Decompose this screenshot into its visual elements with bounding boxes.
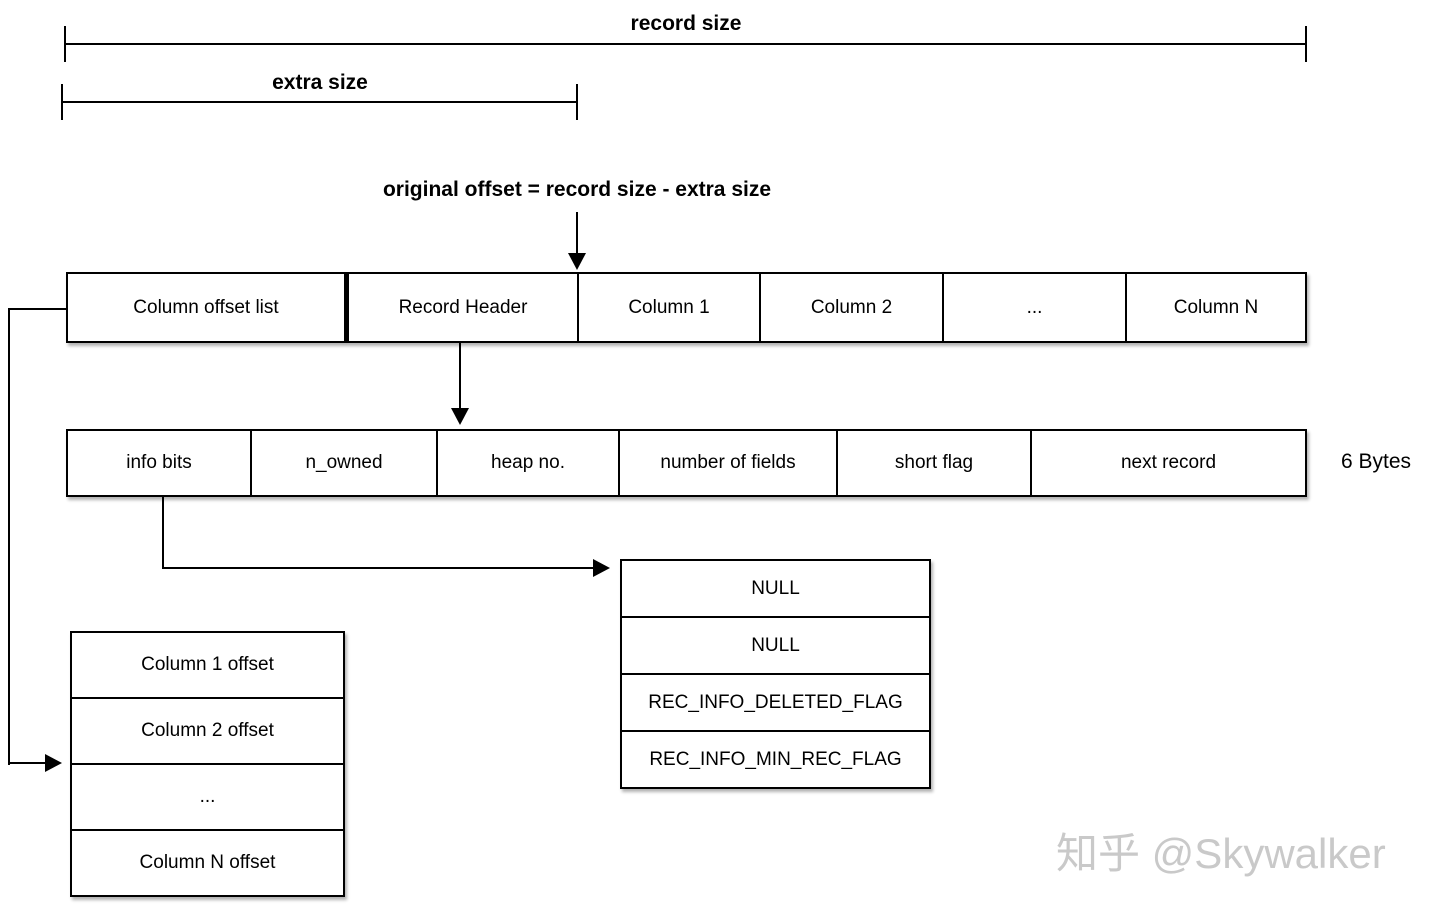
cell-number-of-fields: number of fields	[618, 431, 836, 495]
formula-arrow-line	[576, 212, 578, 256]
cell-record-header: Record Header	[344, 274, 577, 341]
cell-column-n: Column N	[1125, 274, 1305, 341]
cell-info-bits: info bits	[126, 452, 192, 473]
six-bytes-note: 6 Bytes	[1341, 450, 1412, 473]
extra-size-bracket-left-tick	[61, 84, 63, 120]
flag-row-deleted-flag: REC_INFO_DELETED_FLAG	[622, 673, 929, 730]
cell-columns-ellipsis: ...	[942, 274, 1125, 341]
record-header-arrow-line	[459, 343, 461, 410]
record-size-label: record size	[630, 12, 742, 35]
offset-row-column-2: Column 2 offset	[72, 697, 343, 763]
offset-row-ellipsis: ...	[72, 763, 343, 829]
record-size-bracket-line	[65, 43, 1307, 45]
cell-column-2: Column 2	[759, 274, 942, 341]
offset-list-connector-bottom	[8, 762, 46, 764]
info-bits-arrowhead-icon	[593, 559, 610, 577]
offset-list-connector-top	[8, 308, 68, 310]
offset-row-column-n: Column N offset	[72, 829, 343, 895]
cell-column-offset-list: Column offset list	[133, 296, 279, 318]
record-size-bracket-left-tick	[64, 26, 66, 62]
offset-row-column-1: Column 1 offset	[141, 654, 274, 675]
flag-row-min-rec-flag: REC_INFO_MIN_REC_FLAG	[622, 730, 929, 787]
original-offset-formula: original offset = record size - extra si…	[382, 178, 772, 201]
extra-size-bracket-right-tick	[576, 84, 578, 120]
cell-heap-no: heap no.	[436, 431, 618, 495]
record-header-arrowhead-icon	[451, 408, 469, 425]
record-size-bracket-right-tick	[1305, 26, 1307, 62]
cell-short-flag: short flag	[836, 431, 1030, 495]
info-bits-connector-vertical	[162, 497, 164, 569]
offset-list-connector-vertical	[8, 308, 10, 765]
cell-column-1: Column 1	[577, 274, 759, 341]
extra-size-label: extra size	[272, 71, 368, 94]
cell-next-record: next record	[1030, 431, 1305, 495]
offset-list-arrowhead-icon	[45, 754, 62, 772]
extra-size-bracket-line	[62, 101, 578, 103]
watermark: 知乎 @Skywalker	[1056, 830, 1386, 877]
column-offsets-stack: Column 1 offset Column 2 offset ... Colu…	[70, 631, 345, 897]
flag-row-null-1: NULL	[751, 577, 800, 599]
flag-row-null-2: NULL	[622, 616, 929, 673]
record-layout-row: Column offset list Record Header Column …	[66, 272, 1307, 343]
info-bits-connector-horizontal	[162, 567, 594, 569]
formula-arrowhead-icon	[568, 253, 586, 270]
record-header-fields-row: info bits n_owned heap no. number of fie…	[66, 429, 1307, 497]
info-bits-values-stack: NULL NULL REC_INFO_DELETED_FLAG REC_INFO…	[620, 559, 931, 789]
cell-n-owned: n_owned	[250, 431, 436, 495]
